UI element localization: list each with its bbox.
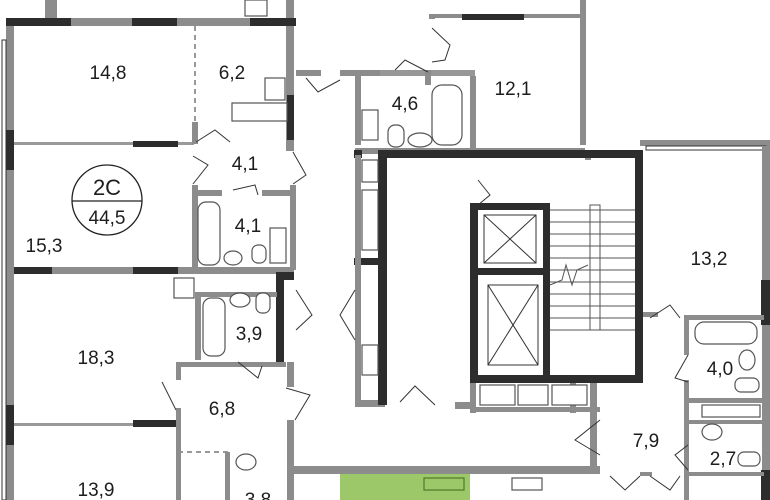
toilet-icon: [387, 124, 405, 148]
room-area-label: 6,8: [209, 399, 235, 420]
sink-icon: [229, 292, 251, 308]
kitchen-sink-icon: [173, 277, 195, 299]
apartment-area-label: 44,5: [89, 208, 126, 229]
room-area-label: 13,2: [691, 249, 728, 270]
kitchen-sink-icon: [264, 77, 286, 101]
staircase: [549, 204, 635, 331]
room-area-label: 18,3: [78, 348, 115, 369]
bathtub-icon: [694, 321, 758, 345]
apartment-badge[interactable]: 2C 44,5: [71, 164, 143, 236]
bench-fixture: [423, 477, 465, 491]
shaft-icon: [551, 384, 588, 406]
bathtub-icon: [202, 297, 226, 357]
bathtub-icon: [197, 201, 221, 266]
bathroom-fixtures: [173, 0, 761, 491]
room-area-label: 7,9: [633, 431, 659, 452]
shaft-icon: [361, 189, 379, 251]
doors: [161, 27, 689, 491]
room-area-label: 14,8: [90, 63, 127, 84]
apartment-type-label: 2C: [93, 175, 121, 200]
shaft-icon: [517, 384, 549, 406]
elevator-shafts: [483, 214, 539, 366]
shaft-icon: [361, 344, 379, 376]
room-area-label: 4,0: [707, 359, 733, 380]
shaft-icon: [269, 227, 287, 264]
toilet-icon: [734, 377, 760, 393]
room-area-label: 4,1: [232, 154, 258, 175]
sink-icon: [738, 349, 756, 371]
shaft-icon: [361, 159, 379, 183]
shaft-icon: [231, 102, 288, 122]
sink-icon: [223, 250, 243, 266]
room-area-labels: 14,8 6,2 4,1 15,3 4,1 3,9 18,3 6,8 13,9 …: [26, 63, 737, 500]
room-area-label: 2,7: [710, 449, 736, 470]
sink-icon: [235, 453, 257, 471]
sink-icon: [701, 423, 723, 441]
shaft-icon: [511, 477, 543, 491]
toilet-icon: [251, 244, 267, 264]
sink-icon: [407, 132, 433, 148]
room-area-label: 15,3: [26, 236, 63, 257]
shaft-icon: [479, 384, 516, 406]
room-area-label: 6,2: [219, 63, 245, 84]
room-area-label: 4,1: [235, 216, 261, 237]
shaft-icon: [701, 404, 761, 418]
toilet-icon: [255, 292, 271, 314]
kitchen-sink-icon: [244, 0, 268, 17]
toilet-icon: [737, 451, 761, 467]
room-area-label: 4,6: [392, 94, 418, 115]
room-area-label: 12,1: [495, 79, 532, 100]
room-area-label: 3,8: [245, 490, 271, 500]
room-area-label: 3,9: [236, 324, 262, 345]
shaft-icon: [361, 109, 379, 141]
room-area-label: 13,9: [78, 480, 115, 500]
bathtub-icon: [431, 84, 463, 146]
